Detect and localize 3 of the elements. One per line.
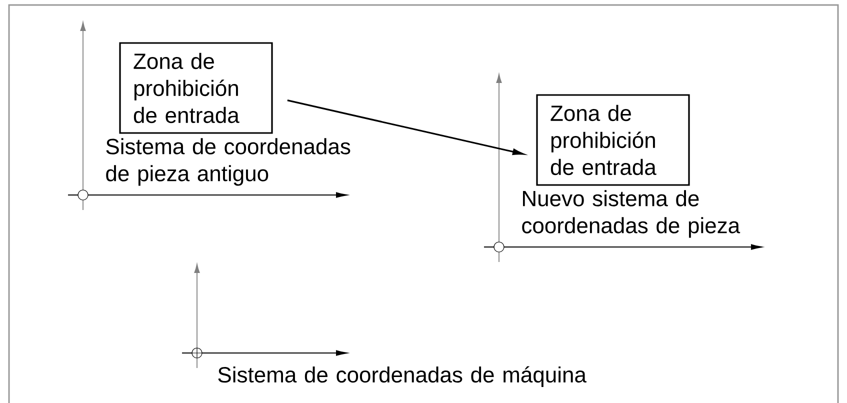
zone-box: Zona de prohibición de entrada xyxy=(119,42,273,134)
zone-box: Zona de prohibición de entrada xyxy=(536,94,690,186)
axis-caption: Sistema de coordenadas de máquina xyxy=(218,366,586,387)
